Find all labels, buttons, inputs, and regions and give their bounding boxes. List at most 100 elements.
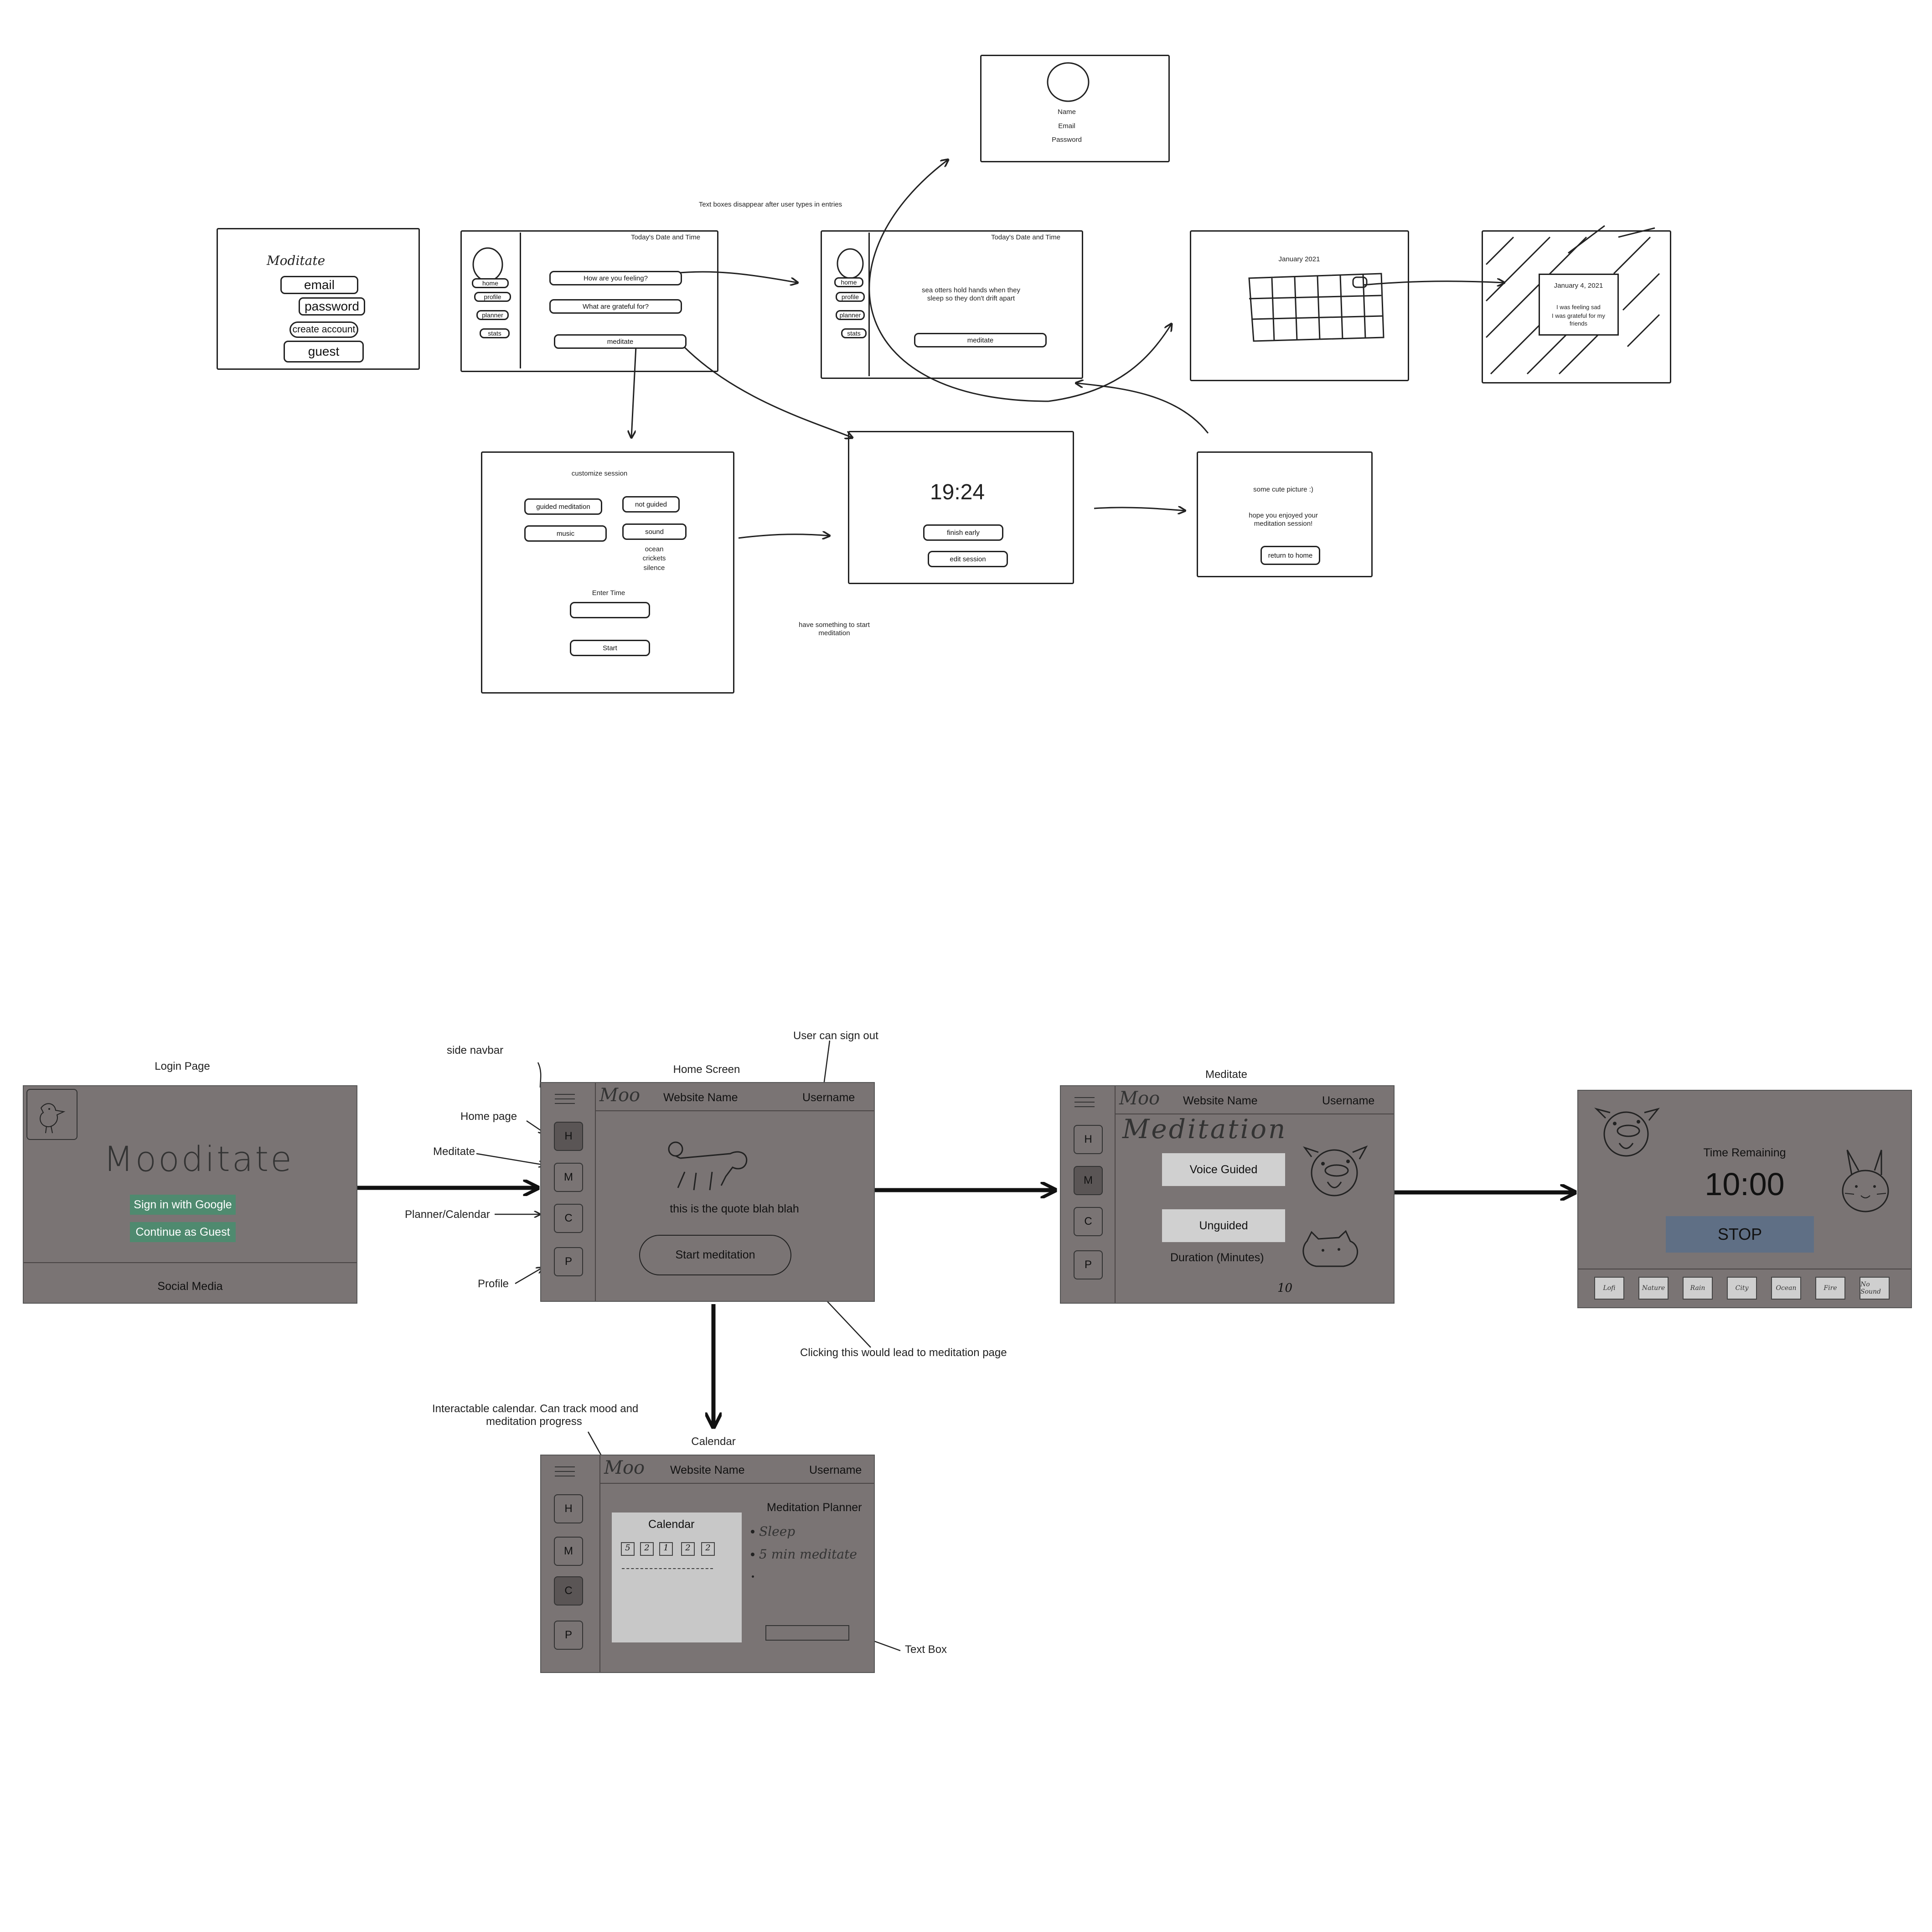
login-sketch-logo: Moditate <box>267 253 325 268</box>
caption-home: Home Screen <box>673 1063 740 1076</box>
home-nav-h[interactable]: H <box>554 1122 583 1151</box>
sound-ocean-chip[interactable]: Ocean <box>1771 1277 1801 1300</box>
end-sketch <box>1197 451 1373 577</box>
calendar-logo: Moo <box>604 1457 645 1478</box>
home-mockup: H M C P Moo Website Name Username this i… <box>540 1082 875 1302</box>
time-remaining-label: Time Remaining <box>1703 1146 1786 1159</box>
calendar-nav-p[interactable]: P <box>554 1621 583 1650</box>
planner-bullet-3 <box>752 1575 754 1578</box>
timer-cow-icon <box>1592 1100 1660 1166</box>
home2-sketch-nav-home: home <box>834 277 863 287</box>
start-meditation-button[interactable]: Start meditation <box>639 1235 791 1275</box>
annot-calendar-2: meditation progress <box>486 1415 582 1428</box>
home2-sketch-date: Today's Date and Time <box>991 233 1061 241</box>
home-logo: Moo <box>599 1085 641 1106</box>
home-nav-c[interactable]: C <box>554 1204 583 1233</box>
home2-sketch-nav-planner: planner <box>836 310 865 320</box>
annot-meditate: Meditate <box>433 1145 475 1158</box>
duration-slider[interactable] <box>1161 1271 1289 1289</box>
unguided-button[interactable]: Unguided <box>1162 1209 1285 1242</box>
home-nav-m[interactable]: M <box>554 1163 583 1192</box>
home-sketch-q2: What are grateful for? <box>549 299 682 314</box>
planner-text-box[interactable] <box>765 1625 849 1641</box>
entry-sketch-date: January 4, 2021 <box>1554 282 1603 290</box>
end-sketch-msg2: meditation session! <box>1254 520 1313 528</box>
calendar-day-1[interactable]: 5 <box>621 1542 635 1556</box>
meditate-topbar: Moo Website Name Username <box>1115 1086 1394 1114</box>
planner-bullet-1 <box>751 1530 754 1533</box>
sound-none-chip[interactable]: No Sound <box>1860 1277 1890 1300</box>
planner-item-2: 5 min meditate <box>759 1547 857 1562</box>
calendar-panel-title: Calendar <box>648 1518 695 1531</box>
calendar-nav-m[interactable]: M <box>554 1537 583 1566</box>
home-sketch-date: Today's Date and Time <box>630 233 701 241</box>
stop-button[interactable]: STOP <box>1666 1216 1814 1253</box>
home-sketch <box>460 230 718 372</box>
timer-sketch-finish: finish early <box>923 524 1003 541</box>
timer-sketch-edit: edit session <box>928 551 1008 567</box>
customize-sketch-sound: sound <box>622 523 687 540</box>
home-cow-doodle-icon <box>657 1135 753 1197</box>
caption-meditate: Meditate <box>1205 1068 1248 1081</box>
calendar-nav-c[interactable]: C <box>554 1576 583 1606</box>
calendar-mockup: H M C P Moo Website Name Username Calend… <box>540 1455 875 1673</box>
calendar-day-4[interactable]: 2 <box>681 1542 695 1556</box>
meditate-nav-h[interactable]: H <box>1074 1125 1103 1154</box>
home-nav-p[interactable]: P <box>554 1247 583 1276</box>
interactive-calendar[interactable]: Calendar 5 2 1 2 2 <box>612 1512 742 1642</box>
entry-sketch-line2: I was grateful for my <box>1551 312 1606 319</box>
meditate-username[interactable]: Username <box>1322 1094 1375 1107</box>
login-sketch-guest: guest <box>284 341 364 363</box>
home-sketch-divider <box>520 233 521 368</box>
entry-sketch-card <box>1539 274 1619 336</box>
calendar-day-3[interactable]: 1 <box>659 1542 673 1556</box>
entry-sketch <box>1482 230 1671 383</box>
home-menu-icon[interactable] <box>555 1090 575 1108</box>
calendar-day-5[interactable]: 2 <box>701 1542 715 1556</box>
home2-sketch <box>821 230 1083 379</box>
home2-sketch-divider <box>868 233 870 376</box>
calendar-day-2[interactable]: 2 <box>640 1542 654 1556</box>
home2-sketch-meditate: meditate <box>914 333 1047 347</box>
customize-sketch-not-guided: not guided <box>622 496 680 513</box>
meditate-side-navbar: H M C P <box>1061 1086 1116 1303</box>
planner-title: Meditation Planner <box>767 1501 862 1514</box>
timer-bunny-icon <box>1836 1148 1895 1218</box>
profile-password-label: Password <box>1052 136 1082 144</box>
calendar-nav-h[interactable]: H <box>554 1494 583 1523</box>
home-sketch-q1: How are you feeling? <box>549 271 682 285</box>
meditate-nav-m[interactable]: M <box>1074 1166 1103 1195</box>
customize-sketch-guided: guided meditation <box>524 498 602 515</box>
continue-guest-button[interactable]: Continue as Guest <box>130 1222 236 1242</box>
voice-guided-button[interactable]: Voice Guided <box>1162 1153 1285 1186</box>
caption-login: Login Page <box>155 1060 210 1072</box>
annot-planner: Planner/Calendar <box>405 1208 490 1221</box>
home-sketch-meditate: meditate <box>554 334 687 349</box>
social-media-link[interactable]: Social Media <box>157 1280 223 1293</box>
calendar-dashes <box>622 1568 713 1569</box>
sound-rain-chip[interactable]: Rain <box>1683 1277 1713 1300</box>
sound-lofi-chip[interactable]: Lofi <box>1594 1277 1624 1300</box>
sound-city-chip[interactable]: City <box>1727 1277 1757 1300</box>
sound-fire-chip[interactable]: Fire <box>1815 1277 1845 1300</box>
meditate-nav-c[interactable]: C <box>1074 1207 1103 1236</box>
meditate-title: Meditation <box>1122 1114 1287 1145</box>
timer-countdown: 10:00 <box>1705 1166 1785 1202</box>
annot-calendar-1: Interactable calendar. Can track mood an… <box>432 1403 639 1415</box>
timer-sketch <box>848 431 1074 584</box>
sound-nature-chip[interactable]: Nature <box>1638 1277 1669 1300</box>
home-site-name: Website Name <box>663 1091 738 1104</box>
profile-sketch <box>980 55 1170 162</box>
sign-in-google-button[interactable]: Sign in with Google <box>130 1195 236 1215</box>
meditate-nav-p[interactable]: P <box>1074 1250 1103 1279</box>
home-username[interactable]: Username <box>802 1091 855 1104</box>
home-sketch-nav-home: home <box>472 278 509 288</box>
customize-sketch-title: customize session <box>571 470 628 477</box>
meditate-blob-icon <box>1298 1228 1366 1275</box>
calendar-username[interactable]: Username <box>809 1464 862 1476</box>
meditate-site-name: Website Name <box>1183 1094 1258 1107</box>
customize-sketch-start: Start <box>570 640 650 656</box>
calendar-menu-icon[interactable] <box>555 1463 575 1480</box>
annot-clicking: Clicking this would lead to meditation p… <box>800 1347 1007 1359</box>
meditate-menu-icon[interactable] <box>1074 1093 1095 1111</box>
